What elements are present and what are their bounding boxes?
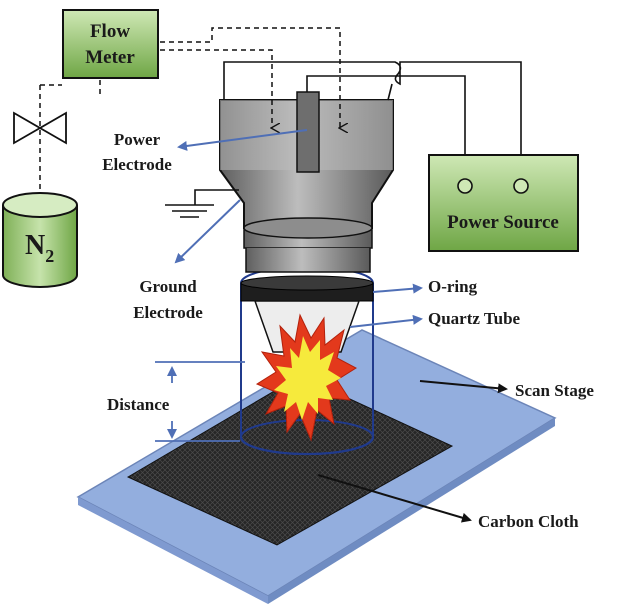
scan-stage-label: Scan Stage bbox=[515, 381, 594, 400]
flow-meter: Flow Meter bbox=[62, 9, 159, 79]
flow-meter-label-line2: Meter bbox=[85, 47, 135, 68]
ground-symbol-icon bbox=[165, 204, 214, 218]
plasma-flame bbox=[255, 313, 357, 442]
power-source: Power Source bbox=[428, 154, 579, 252]
power-electrode-label-line2: Electrode bbox=[102, 155, 172, 174]
n2-cylinder: N2 bbox=[2, 192, 78, 288]
distance-indicator bbox=[155, 361, 245, 442]
distance-label: Distance bbox=[107, 395, 170, 414]
ground-electrode-label-line2: Electrode bbox=[133, 303, 203, 322]
ground-electrode-label-line1: Ground bbox=[139, 277, 197, 296]
n2-label: N2 bbox=[25, 230, 54, 266]
o-ring-label: O-ring bbox=[428, 277, 478, 296]
callout-arrows bbox=[174, 129, 508, 523]
power-wires bbox=[194, 61, 522, 205]
power-electrode bbox=[296, 91, 320, 173]
quartz-tube-label: Quartz Tube bbox=[428, 309, 521, 328]
carbon-cloth-label: Carbon Cloth bbox=[478, 512, 579, 531]
o-ring bbox=[240, 275, 374, 302]
carbon-cloth bbox=[126, 375, 454, 546]
reactor-chamber bbox=[219, 99, 394, 273]
flow-meter-label-line1: Flow bbox=[90, 21, 130, 42]
power-electrode-label-line1: Power bbox=[114, 130, 161, 149]
gas-lines bbox=[39, 27, 340, 195]
power-source-label: Power Source bbox=[447, 212, 559, 233]
valve-icon bbox=[13, 111, 67, 145]
quartz-tube-front bbox=[239, 436, 375, 456]
